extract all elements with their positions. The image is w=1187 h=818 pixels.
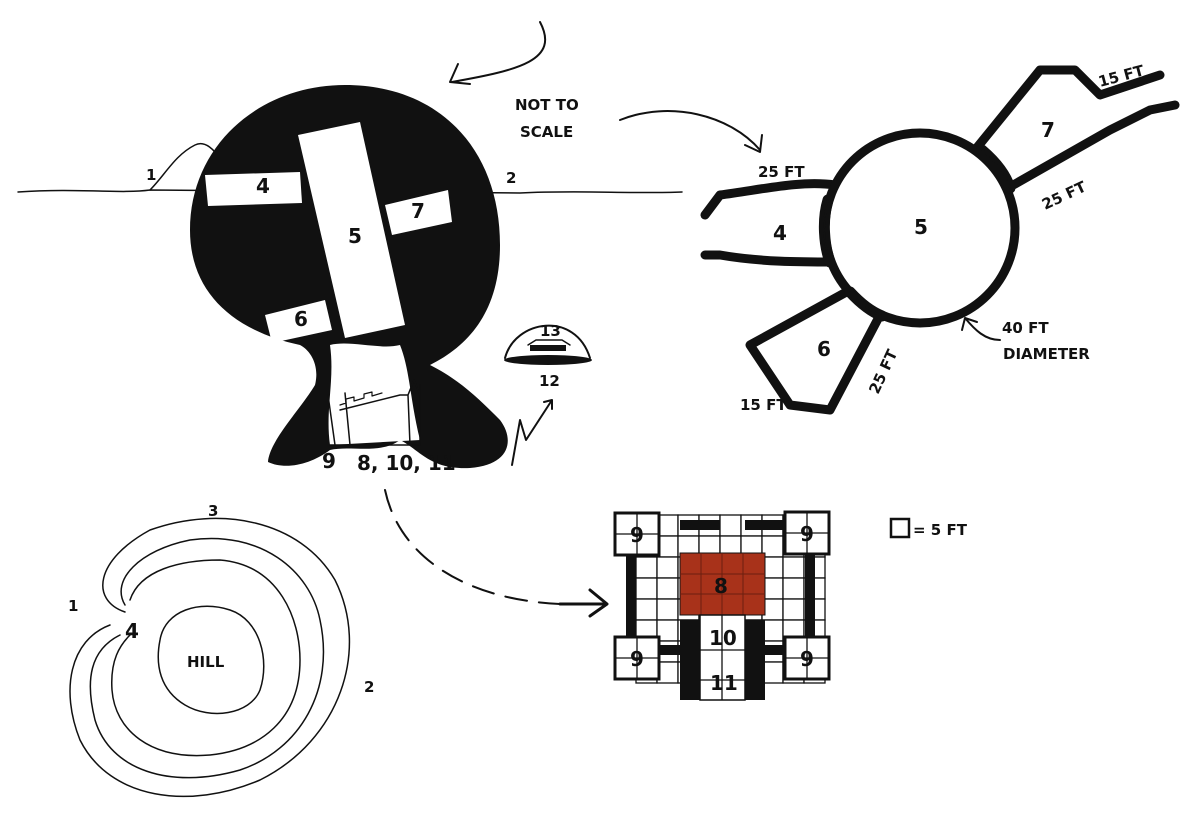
grid-cell (782, 577, 805, 600)
arrow-to-plan-view (619, 110, 763, 153)
doorway-4-dash (823, 199, 831, 263)
side-label-5: 5 (348, 224, 362, 248)
dim-25ft-arm6: 25 FT (865, 346, 901, 397)
side-label-2: 2 (506, 169, 516, 187)
dome-arrow (511, 399, 553, 466)
diameter-label: DIAMETER (1003, 345, 1090, 363)
doorway-7-dash (981, 149, 1011, 189)
contour-inner (157, 605, 265, 715)
contour-3 (111, 559, 301, 757)
castle-sketch (327, 379, 421, 446)
grid-cell (782, 556, 805, 579)
arrow-to-side-view (449, 21, 547, 85)
doorway-6-dash (849, 291, 883, 317)
lower-cave (328, 343, 420, 445)
doorway-4 (818, 194, 836, 268)
grid-cell (782, 598, 805, 621)
legend-text: = 5 FT (913, 521, 968, 539)
tower-label-9: 9 (800, 647, 814, 671)
arm-4-walls (700, 179, 840, 267)
castle-wall (680, 620, 700, 700)
grid-cell (719, 514, 742, 537)
grid-cell (635, 577, 658, 600)
tunnel-4 (205, 172, 302, 206)
tower-label-9: 9 (630, 647, 644, 671)
tunnel-6 (265, 300, 332, 343)
dim-25ft-arm7: 25 FT (1039, 177, 1090, 213)
diameter-value: 40 FT (1002, 319, 1049, 337)
legend-square-icon (889, 517, 911, 539)
castle-wall (626, 555, 636, 645)
castle-wall (765, 645, 795, 655)
arrow-head-castle (558, 588, 609, 618)
side-label-6: 6 (294, 307, 308, 331)
grid-cell (635, 556, 658, 579)
arrow-to-castle-plan (384, 489, 561, 605)
hill-contour-view: 1 2 3 4 HILL (68, 502, 374, 798)
plan-label-5: 5 (914, 215, 928, 239)
side-label-9: 9 (322, 449, 336, 473)
arm-6-walls (745, 285, 885, 415)
not-to-scale-line2: SCALE (520, 123, 573, 141)
castle-wall (745, 520, 785, 530)
plan-label-4: 4 (773, 221, 787, 245)
grid-cell (761, 661, 784, 684)
castle-wall (680, 520, 720, 530)
tower-9: 9 (783, 635, 831, 681)
tower-label-9: 9 (630, 523, 644, 547)
side-label-1: 1 (146, 166, 156, 184)
diameter-arrow (961, 317, 1001, 341)
legend: = 5 FT (889, 517, 968, 539)
dome-label-12: 12 (539, 372, 560, 390)
hill-label-4: 4 (125, 619, 139, 643)
tower-9: 9 (613, 511, 661, 557)
grid-cell (656, 577, 679, 600)
contour-outer (69, 517, 351, 798)
grid-cell (656, 598, 679, 621)
dim-25ft-arm4: 25 FT (758, 163, 805, 181)
side-label-8-10-11: 8, 10, 11 (357, 451, 456, 475)
side-label-7: 7 (411, 199, 425, 223)
side-view: 1 2 4 5 6 7 9 8, 10, 11 13 12 NOT TO SCA… (17, 85, 683, 475)
plan-view: 4 5 6 7 25 FT 15 FT 25 FT 25 FT 15 FT 40… (700, 61, 1180, 415)
chamber-5 (298, 122, 405, 338)
hill-label-3: 3 (208, 502, 218, 520)
grid-cell (635, 598, 658, 621)
tower-9: 9 (613, 635, 661, 681)
grid-cell (761, 619, 784, 642)
castle-plan: 9 9 9 9 8 10 11 (613, 510, 831, 701)
castle-wall (655, 645, 685, 655)
plan-label-7: 7 (1041, 118, 1055, 142)
plan-label-6: 6 (817, 337, 831, 361)
dome-sketch (504, 324, 592, 365)
gate-label-11: 11 (710, 671, 738, 695)
keep-label-8: 8 (714, 574, 728, 598)
grid-cell (656, 556, 679, 579)
tower-label-9: 9 (800, 522, 814, 546)
side-label-4: 4 (256, 174, 270, 198)
contour-2 (89, 537, 325, 779)
gate-label-10: 10 (709, 626, 737, 650)
dome-label-13: 13 (540, 322, 561, 340)
castle-wall (745, 620, 765, 700)
not-to-scale-line1: NOT TO (515, 96, 579, 114)
arm-7-walls (970, 65, 1180, 193)
tunnel-7 (385, 190, 452, 235)
hill-label-1: 1 (68, 597, 78, 615)
hill-label-2: 2 (364, 678, 374, 696)
dim-15ft-arm6: 15 FT (740, 396, 787, 414)
hill-label: HILL (187, 653, 225, 671)
castle-wall (805, 555, 815, 645)
horizon-line (17, 189, 683, 194)
tower-9: 9 (783, 510, 831, 556)
